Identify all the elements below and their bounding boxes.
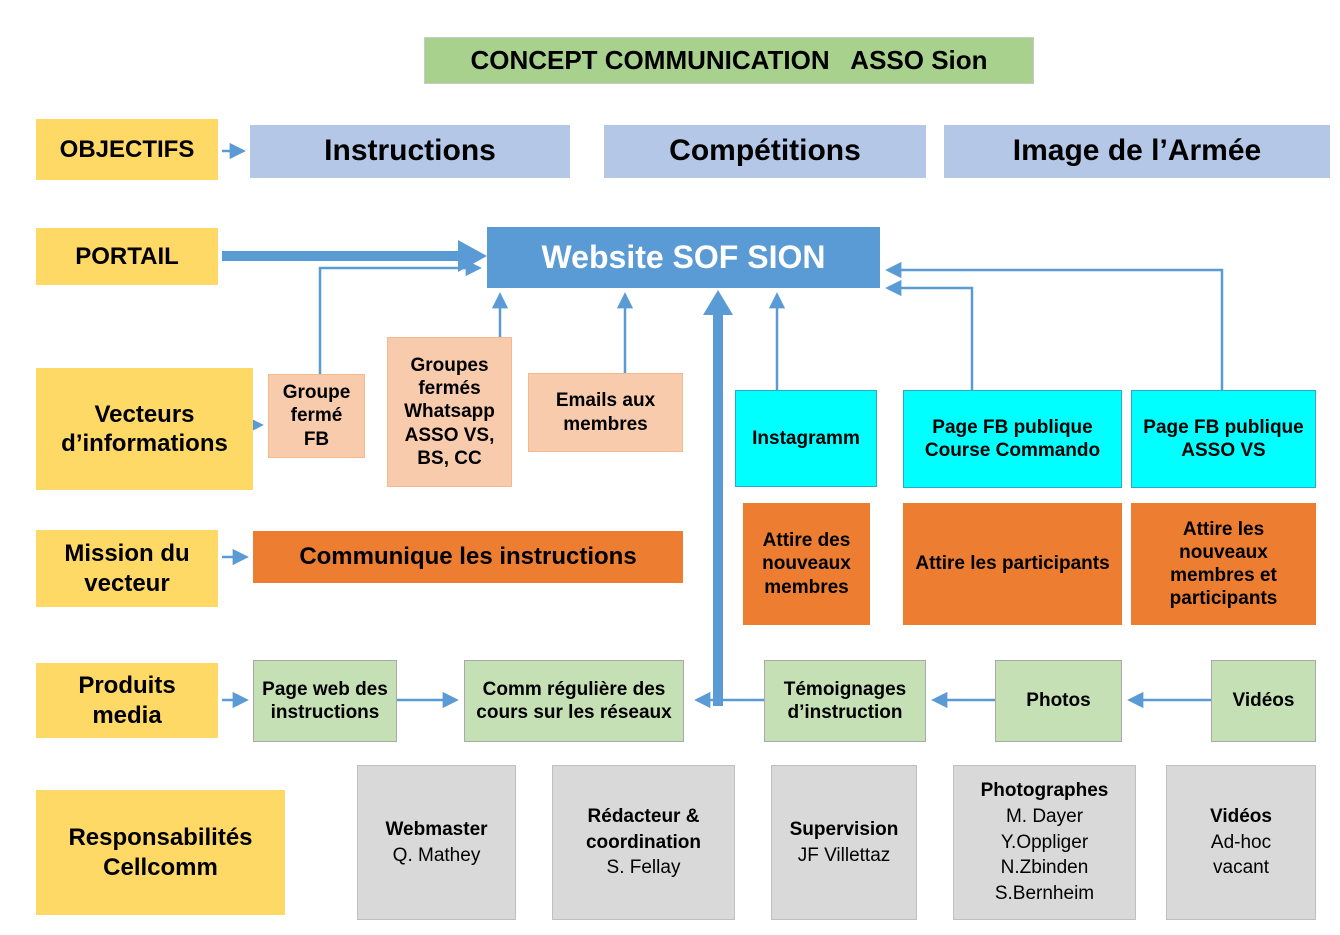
person-name: M. Dayer: [1005, 806, 1084, 828]
node-fb-course-commando: Page FB publique Course Commando: [903, 390, 1122, 488]
node-page-web-instructions: Page web des instructions: [253, 660, 397, 742]
node-fb-asso-vs: Page FB publique ASSO VS: [1131, 390, 1316, 488]
node-attire-nouveaux-membres: Attire des nouveaux membres: [743, 503, 870, 625]
node-communique-instructions: Communique les instructions: [253, 531, 683, 583]
person-name: N.Zbinden: [1000, 857, 1089, 879]
person-name: Ad-hoc: [1210, 831, 1272, 853]
node-attire-nouveaux-participants: Attire les nouveaux membres et participa…: [1131, 503, 1316, 625]
row-header-portail: PORTAIL: [36, 228, 218, 285]
node-competitions: Compétitions: [604, 125, 926, 178]
role-label: Photographes: [980, 780, 1109, 802]
node-attire-participants: Attire les participants: [903, 503, 1122, 625]
node-webmaster: Webmaster Q. Mathey: [357, 765, 516, 920]
row-header-vecteurs: Vecteurs d’informations: [36, 368, 253, 490]
row-header-mission: Mission du vecteur: [36, 530, 218, 607]
node-videos: Vidéos: [1211, 660, 1316, 742]
node-videos-responsable: Vidéos Ad-hoc vacant: [1166, 765, 1316, 920]
role-label: Webmaster: [385, 818, 488, 840]
arrow-junction-to-website-head: [703, 290, 733, 315]
diagram-title: CONCEPT COMMUNICATION ASSO Sion: [424, 37, 1034, 84]
role-label: Supervision: [789, 818, 899, 840]
node-comm-reguliere: Comm régulière des cours sur les réseaux: [464, 660, 684, 742]
person-name: Y.Oppliger: [1000, 831, 1089, 853]
node-instructions: Instructions: [250, 125, 570, 178]
row-header-produits: Produits media: [36, 663, 218, 738]
node-emails-membres: Emails aux membres: [528, 373, 683, 452]
person-name: S. Fellay: [606, 857, 681, 879]
arrow-fbcourse-to-website: [885, 279, 974, 390]
node-groupes-whatsapp: Groupes fermés Whatsapp ASSO VS, BS, CC: [387, 337, 512, 487]
row-header-objectifs: OBJECTIFS: [36, 119, 218, 180]
node-redacteur: Rédacteur & coordination S. Fellay: [552, 765, 735, 920]
role-label: Rédacteur & coordination: [585, 806, 702, 853]
role-label: Vidéos: [1210, 806, 1272, 828]
node-image-armee: Image de l’Armée: [944, 125, 1330, 178]
node-groupe-ferme-fb: Groupe fermé FB: [268, 374, 365, 458]
row-header-responsabilites: Responsabilités Cellcomm: [36, 790, 285, 915]
person-name: S.Bernheim: [994, 882, 1095, 904]
person-name: vacant: [1213, 857, 1269, 879]
node-temoignages: Témoignages d’instruction: [764, 660, 926, 742]
arrow-fbassovs-to-website: [885, 261, 1224, 390]
node-photographes: Photographes M. Dayer Y.Oppliger N.Zbind…: [953, 765, 1136, 920]
arrow-portail-to-website-head: [458, 240, 487, 272]
node-instagramm: Instagramm: [735, 390, 877, 487]
node-website-sof-sion: Website SOF SION: [487, 227, 880, 288]
person-name: JF Villettaz: [797, 844, 891, 866]
node-photos: Photos: [995, 660, 1122, 742]
person-name: Q. Mathey: [392, 844, 481, 866]
node-supervision: Supervision JF Villettaz: [771, 765, 917, 920]
